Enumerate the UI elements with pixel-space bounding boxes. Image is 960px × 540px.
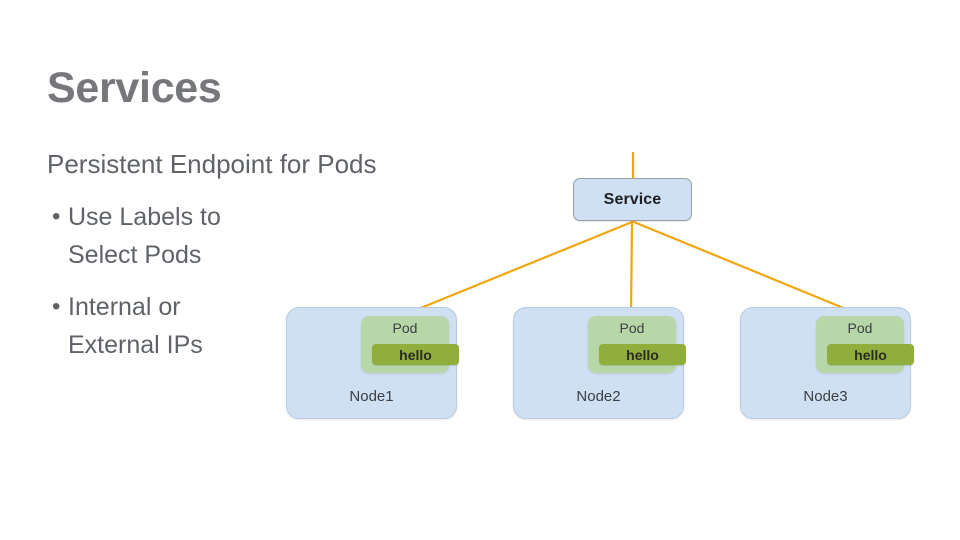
node-label: Node2	[576, 388, 621, 405]
pod-box-node1[interactable]: Pod hello	[361, 316, 459, 373]
bullet-text: Internal or External IPs	[68, 293, 203, 359]
pod-chip-label: hello	[626, 346, 659, 363]
page-subtitle: Persistent Endpoint for Pods	[47, 149, 377, 179]
connector-service-node1	[404, 220, 634, 316]
service-node[interactable]: Service	[573, 178, 692, 221]
pod-chip-hello[interactable]: hello	[827, 344, 914, 365]
node-label: Node1	[349, 388, 394, 405]
connector-service-node2	[629, 220, 634, 316]
pod-chip-hello[interactable]: hello	[599, 344, 686, 365]
page-title: Services	[47, 64, 222, 112]
pod-label: Pod	[847, 320, 873, 336]
bullet-dot-icon: •	[52, 293, 61, 320]
pod-chip-label: hello	[399, 346, 432, 363]
connector-service-node3	[632, 220, 860, 316]
list-item: • Internal or External IPs	[52, 288, 352, 364]
node-box-node3[interactable]: Pod hello Node3	[740, 307, 914, 419]
pod-box-node3[interactable]: Pod hello	[816, 316, 914, 373]
node-label: Node3	[803, 388, 848, 405]
list-item: • Use Labels to Select Pods	[52, 198, 352, 274]
pod-chip-hello[interactable]: hello	[372, 344, 459, 365]
bullet-text: Use Labels to Select Pods	[68, 203, 221, 269]
pod-label: Pod	[392, 320, 418, 336]
pod-label: Pod	[619, 320, 645, 336]
pod-chip-label: hello	[854, 346, 887, 363]
pod-box-node2[interactable]: Pod hello	[588, 316, 686, 373]
service-label: Service	[603, 190, 662, 208]
bullet-dot-icon: •	[52, 203, 61, 230]
node-box-node2[interactable]: Pod hello Node2	[513, 307, 686, 419]
bullet-list: • Use Labels to Select Pods • Internal o…	[52, 198, 352, 378]
